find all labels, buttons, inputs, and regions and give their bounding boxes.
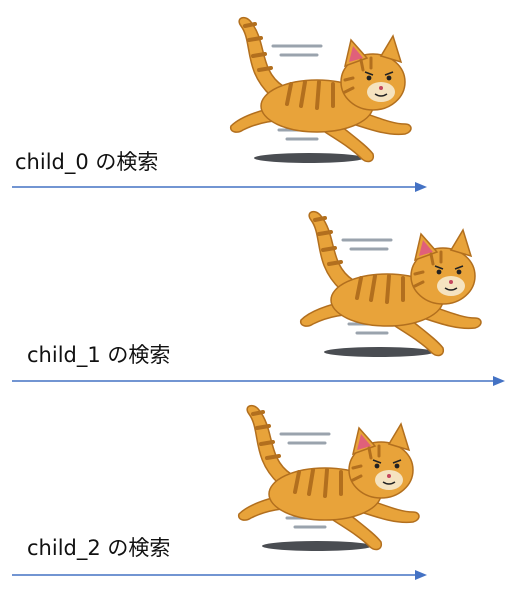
arrow-1 — [12, 376, 505, 386]
arrow-2 — [12, 570, 427, 580]
step-label-1: child_1 の検索 — [27, 343, 171, 367]
arrow-0 — [12, 182, 427, 192]
step-label-2: child_2 の検索 — [27, 536, 171, 560]
step-label-0: child_0 の検索 — [15, 150, 159, 174]
